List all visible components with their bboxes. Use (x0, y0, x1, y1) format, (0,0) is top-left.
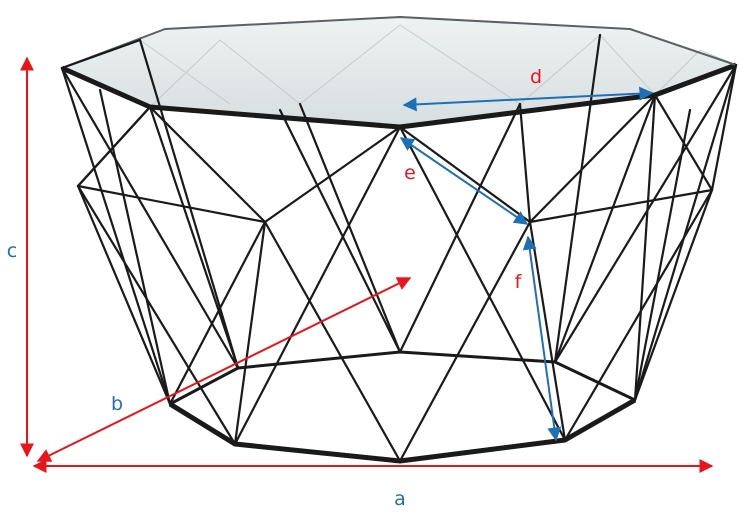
label-d: d (530, 66, 542, 88)
label-e: e (404, 162, 416, 184)
label-a: a (394, 488, 406, 510)
dimension-arrows-red (20, 56, 714, 473)
label-b: b (111, 393, 123, 415)
label-c: c (7, 240, 17, 262)
dimension-d-arrow (402, 86, 654, 112)
label-f: f (515, 271, 523, 293)
dimension-arrows-blue (399, 86, 654, 442)
dimension-f-arrow (522, 235, 562, 442)
dimension-b-arrow (36, 277, 412, 462)
dimension-e-arrow (399, 137, 529, 225)
table-top-glass (60, 16, 739, 130)
